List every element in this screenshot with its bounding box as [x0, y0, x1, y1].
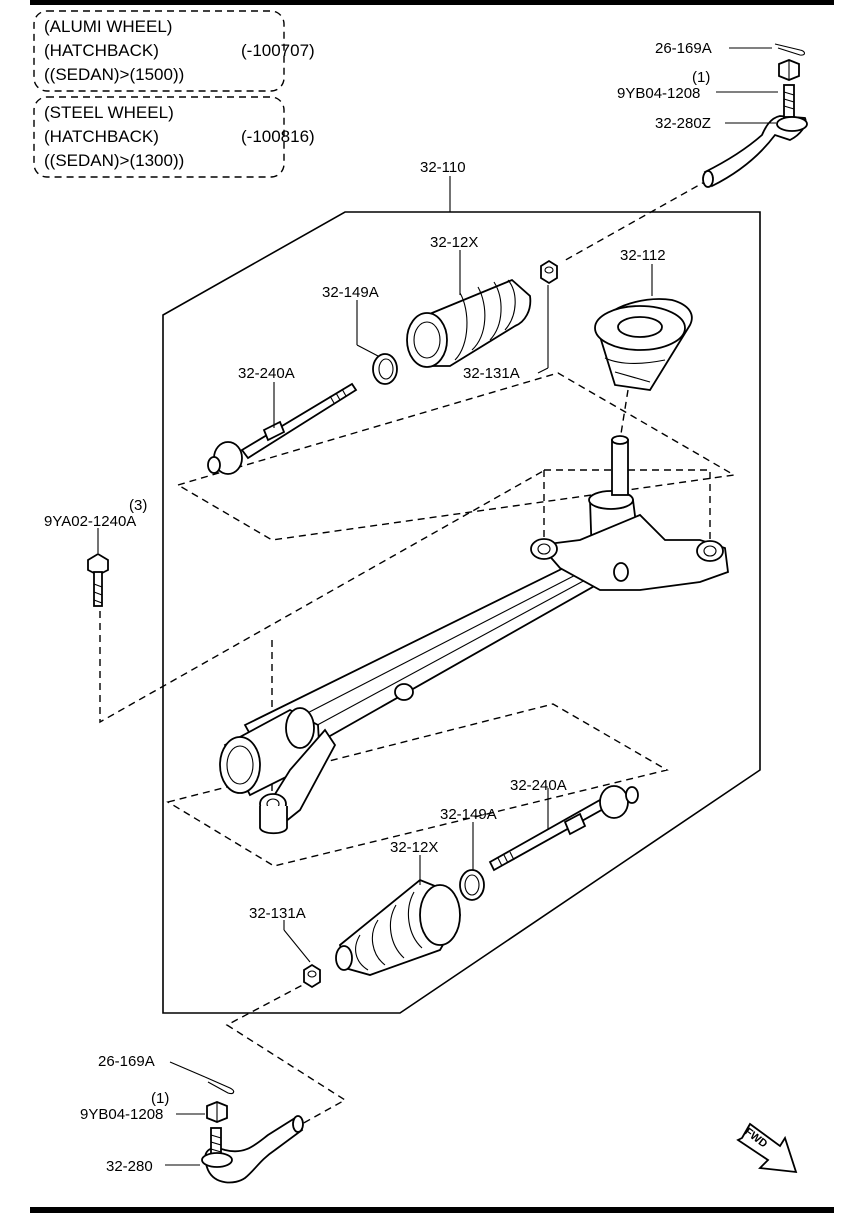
cotter-pin-upper [774, 43, 806, 56]
label-nut-upper: 9YB04-1208 [617, 85, 700, 102]
clamp-lower [303, 963, 321, 989]
guide-lower [166, 703, 669, 867]
label-cotter-pin-lower: 26-169A [98, 1053, 155, 1070]
label-mount-rubber: 32-112 [620, 247, 666, 264]
label-cotter-pin-upper: 26-169A [655, 40, 712, 57]
assembly-outline [162, 211, 761, 1014]
washer-lower [459, 869, 485, 901]
condition-line: ((SEDAN)>(1500)) [44, 65, 184, 84]
tie-rod-lower [488, 785, 639, 872]
label-boot-upper: 32-12X [430, 234, 478, 251]
label-tie-rod-end-left: 32-280 [106, 1158, 153, 1175]
condition-box-alumi: (ALUMI WHEEL) (HATCHBACK) ((SEDAN)>(1500… [33, 10, 315, 92]
label-gear-assembly: 32-110 [420, 159, 466, 176]
condition-line: (HATCHBACK) [44, 41, 159, 60]
tie-rod-upper [207, 382, 358, 475]
bottom-rule [30, 1207, 834, 1213]
tie-rod-end-right [702, 84, 808, 188]
boot-lower [335, 878, 462, 976]
steering-gear-body [219, 435, 729, 835]
guide-upper [176, 372, 737, 541]
label-tie-rod-lower: 32-240A [510, 777, 567, 794]
label-nut-upper-qty: (1) [692, 69, 710, 86]
label-clamp-lower: 32-131A [249, 905, 306, 922]
label-tie-rod-upper: 32-240A [238, 365, 295, 382]
condition-line: (STEEL WHEEL) [44, 103, 174, 122]
label-tie-rod-end-right: 32-280Z [655, 115, 711, 132]
label-nut-lower-qty: (1) [151, 1090, 169, 1107]
cotter-pin-lower [204, 1076, 235, 1095]
nut-upper [778, 59, 800, 81]
fwd-arrow: FWD [736, 1122, 798, 1174]
condition-line: ((SEDAN)>(1300)) [44, 151, 184, 170]
label-washer-upper: 32-149A [322, 284, 379, 301]
washer-upper [372, 353, 398, 385]
condition-serial: (-100707) [241, 41, 315, 60]
condition-box-steel: (STEEL WHEEL) (HATCHBACK) ((SEDAN)>(1300… [33, 96, 315, 178]
clamp-upper [540, 259, 558, 285]
mount-rubber [594, 298, 693, 391]
condition-line: (HATCHBACK) [44, 127, 159, 146]
tie-rod-end-left [201, 1115, 304, 1184]
boot-upper [406, 278, 532, 368]
label-clamp-upper: 32-131A [463, 365, 520, 382]
top-rule [30, 0, 834, 5]
label-washer-lower: 32-149A [440, 806, 497, 823]
bolt [87, 552, 109, 607]
condition-serial: (-100816) [241, 127, 315, 146]
condition-line: (ALUMI WHEEL) [44, 17, 172, 36]
label-boot-lower: 32-12X [390, 839, 438, 856]
label-nut-lower: 9YB04-1208 [80, 1106, 163, 1123]
nut-lower [206, 1101, 228, 1123]
label-bolt: 9YA02-1240A [44, 513, 136, 530]
label-bolt-qty: (3) [129, 497, 147, 514]
